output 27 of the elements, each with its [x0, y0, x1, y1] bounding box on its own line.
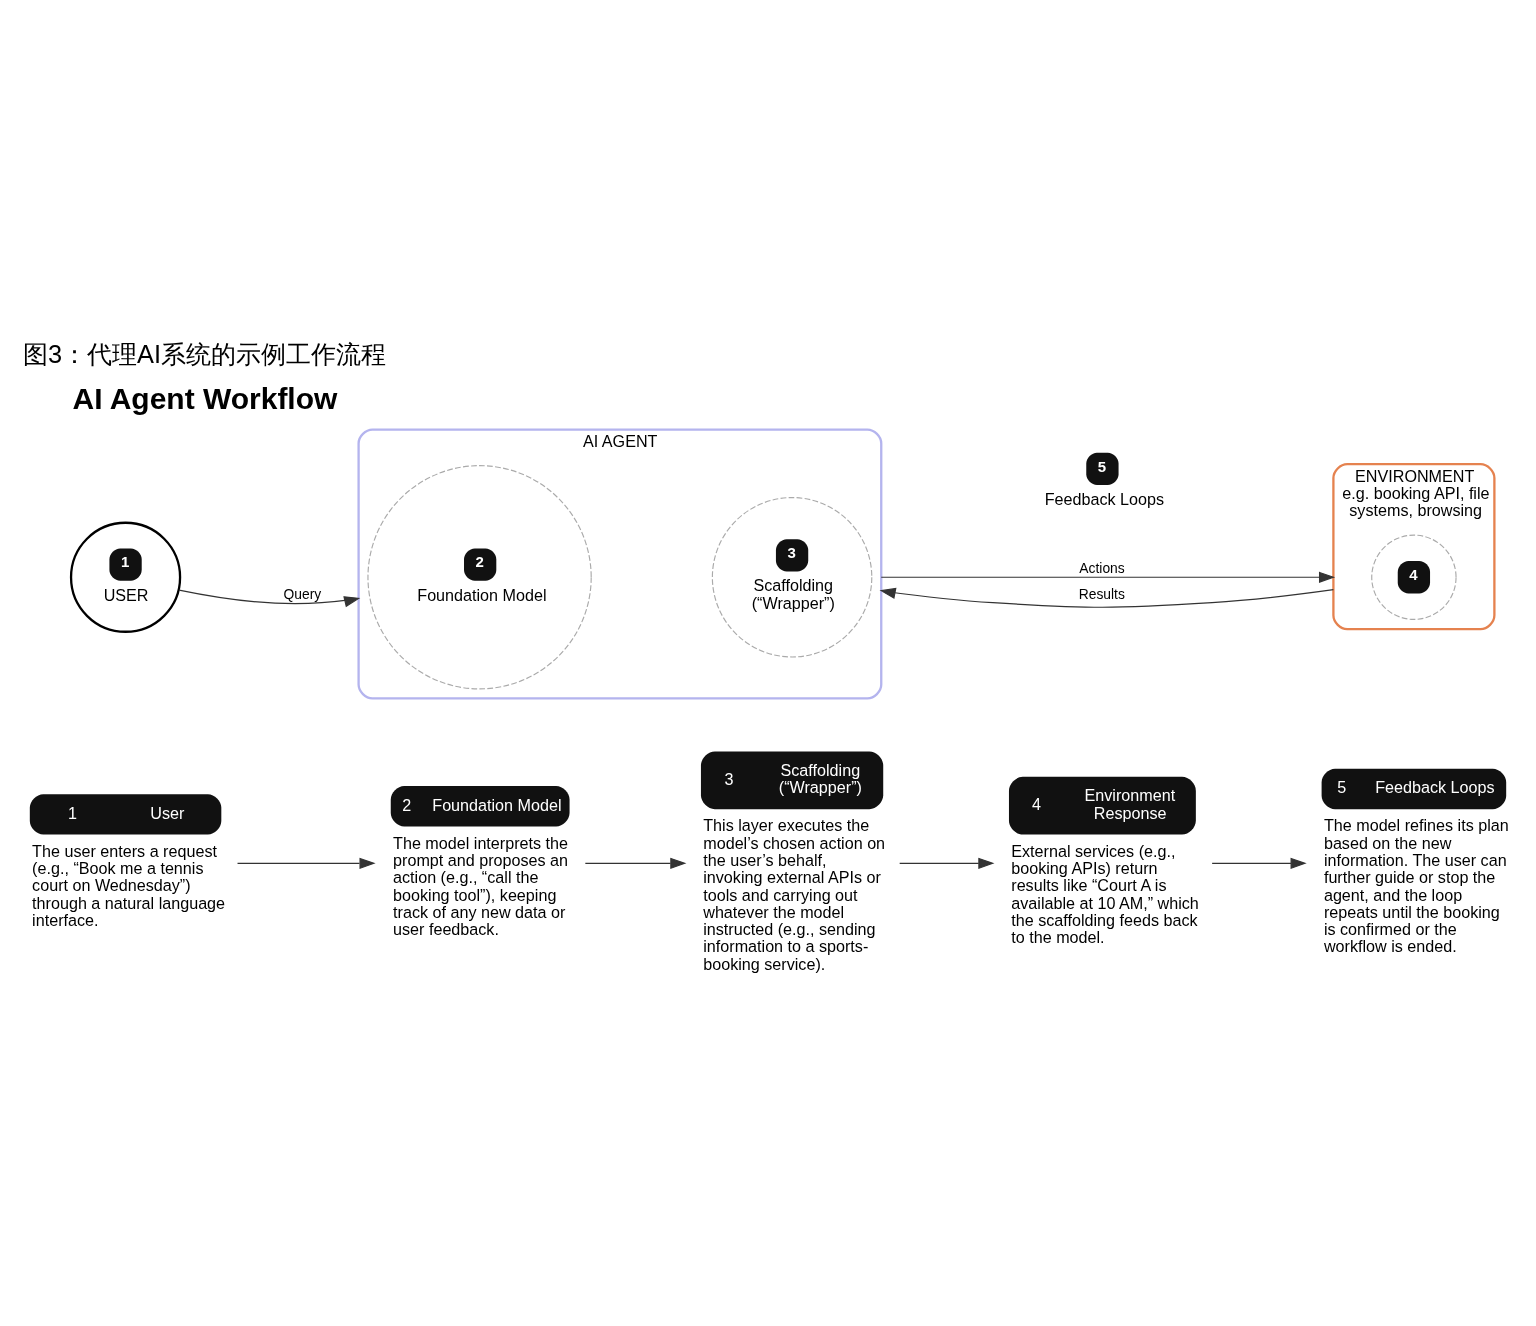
arrow [178, 589, 361, 607]
node-circle: 3 Scaffolding (“Wrapper”) [711, 496, 873, 658]
node-box: 2 Foundation Model [390, 785, 570, 826]
node-label: The model refines its plan based on the new information. The user can further guide or stop the agent, and the loop repeats until the booking is confirmed or the workflow is ended. [1323, 815, 1509, 955]
node-label: The model interprets the prompt and proposes an action (e.g., “call the booking tool”), keeping track of any new data or user feedback. [393, 833, 569, 938]
edge-label: Results [1078, 585, 1125, 602]
node-circle: 1 USER [69, 521, 182, 633]
node-circle: 2 Foundation Model [367, 464, 592, 689]
node-box: 5 Feedback Loops [1321, 768, 1507, 809]
node-label: External services (e.g., booking APIs) return results like “Court A is available at 10 AM,” which the scaffolding feeds back to the model. [1011, 841, 1199, 946]
node-box: 3 Scaffolding (“Wrapper”) [700, 750, 884, 809]
node-label: The user enters a request (e.g., “Book me a tennis court on Wednesday”) through a natural language interface. [32, 841, 226, 929]
edge-label: Actions [1079, 559, 1125, 576]
node-circle: 4 [1371, 534, 1457, 620]
arrow [584, 857, 687, 869]
diagram-title: AI Agent Workflow [72, 381, 338, 415]
arrow [879, 587, 1334, 608]
node-box: 4 Environment Response [1008, 776, 1196, 835]
arrow [1211, 857, 1307, 869]
arrow [880, 571, 1336, 583]
caption: 图3：代理AI系统的示例工作流程 [22, 339, 386, 368]
edge-label: Query [283, 585, 322, 602]
arrow [899, 857, 995, 869]
node-label: Feedback Loops [1044, 489, 1165, 508]
arrow [236, 857, 376, 869]
node-label: This layer executes the model’s chosen action on the user’s behalf, invoking external APIs or tools and carrying out whatever the model instructed (e.g., sending information to a sports-booking service). [703, 815, 886, 973]
node-box: 1 User [29, 793, 222, 835]
